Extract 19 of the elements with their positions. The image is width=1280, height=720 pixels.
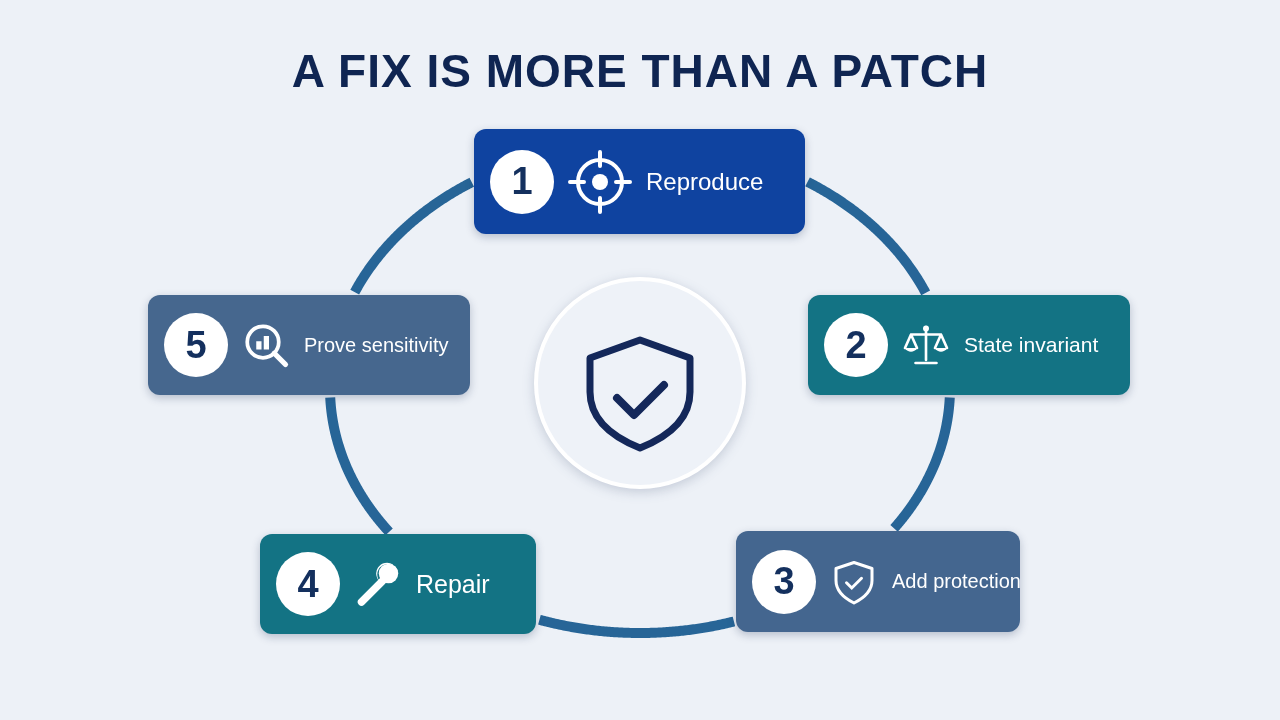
step-number: 5 (164, 313, 228, 377)
step-label: Repair (416, 569, 490, 599)
step-card (474, 129, 805, 234)
step-number: 1 (490, 149, 554, 214)
step-label: Add protection (892, 570, 1021, 593)
title: A FIX IS MORE THAN A PATCH (290, 44, 990, 98)
ring-connector (803, 177, 931, 297)
step-card (260, 534, 536, 634)
step-number: 2 (824, 313, 888, 377)
step-label: State invariant (964, 333, 1099, 357)
step-label: Prove sensitivity (304, 333, 449, 357)
step-card (148, 295, 470, 395)
step-card (808, 295, 1130, 395)
ring-connector (350, 177, 476, 297)
step-number: 3 (752, 549, 816, 614)
ring-connector (535, 614, 738, 638)
step-number: 4 (276, 552, 340, 616)
step-card (736, 531, 1020, 632)
step-label: Reproduce (646, 167, 764, 196)
